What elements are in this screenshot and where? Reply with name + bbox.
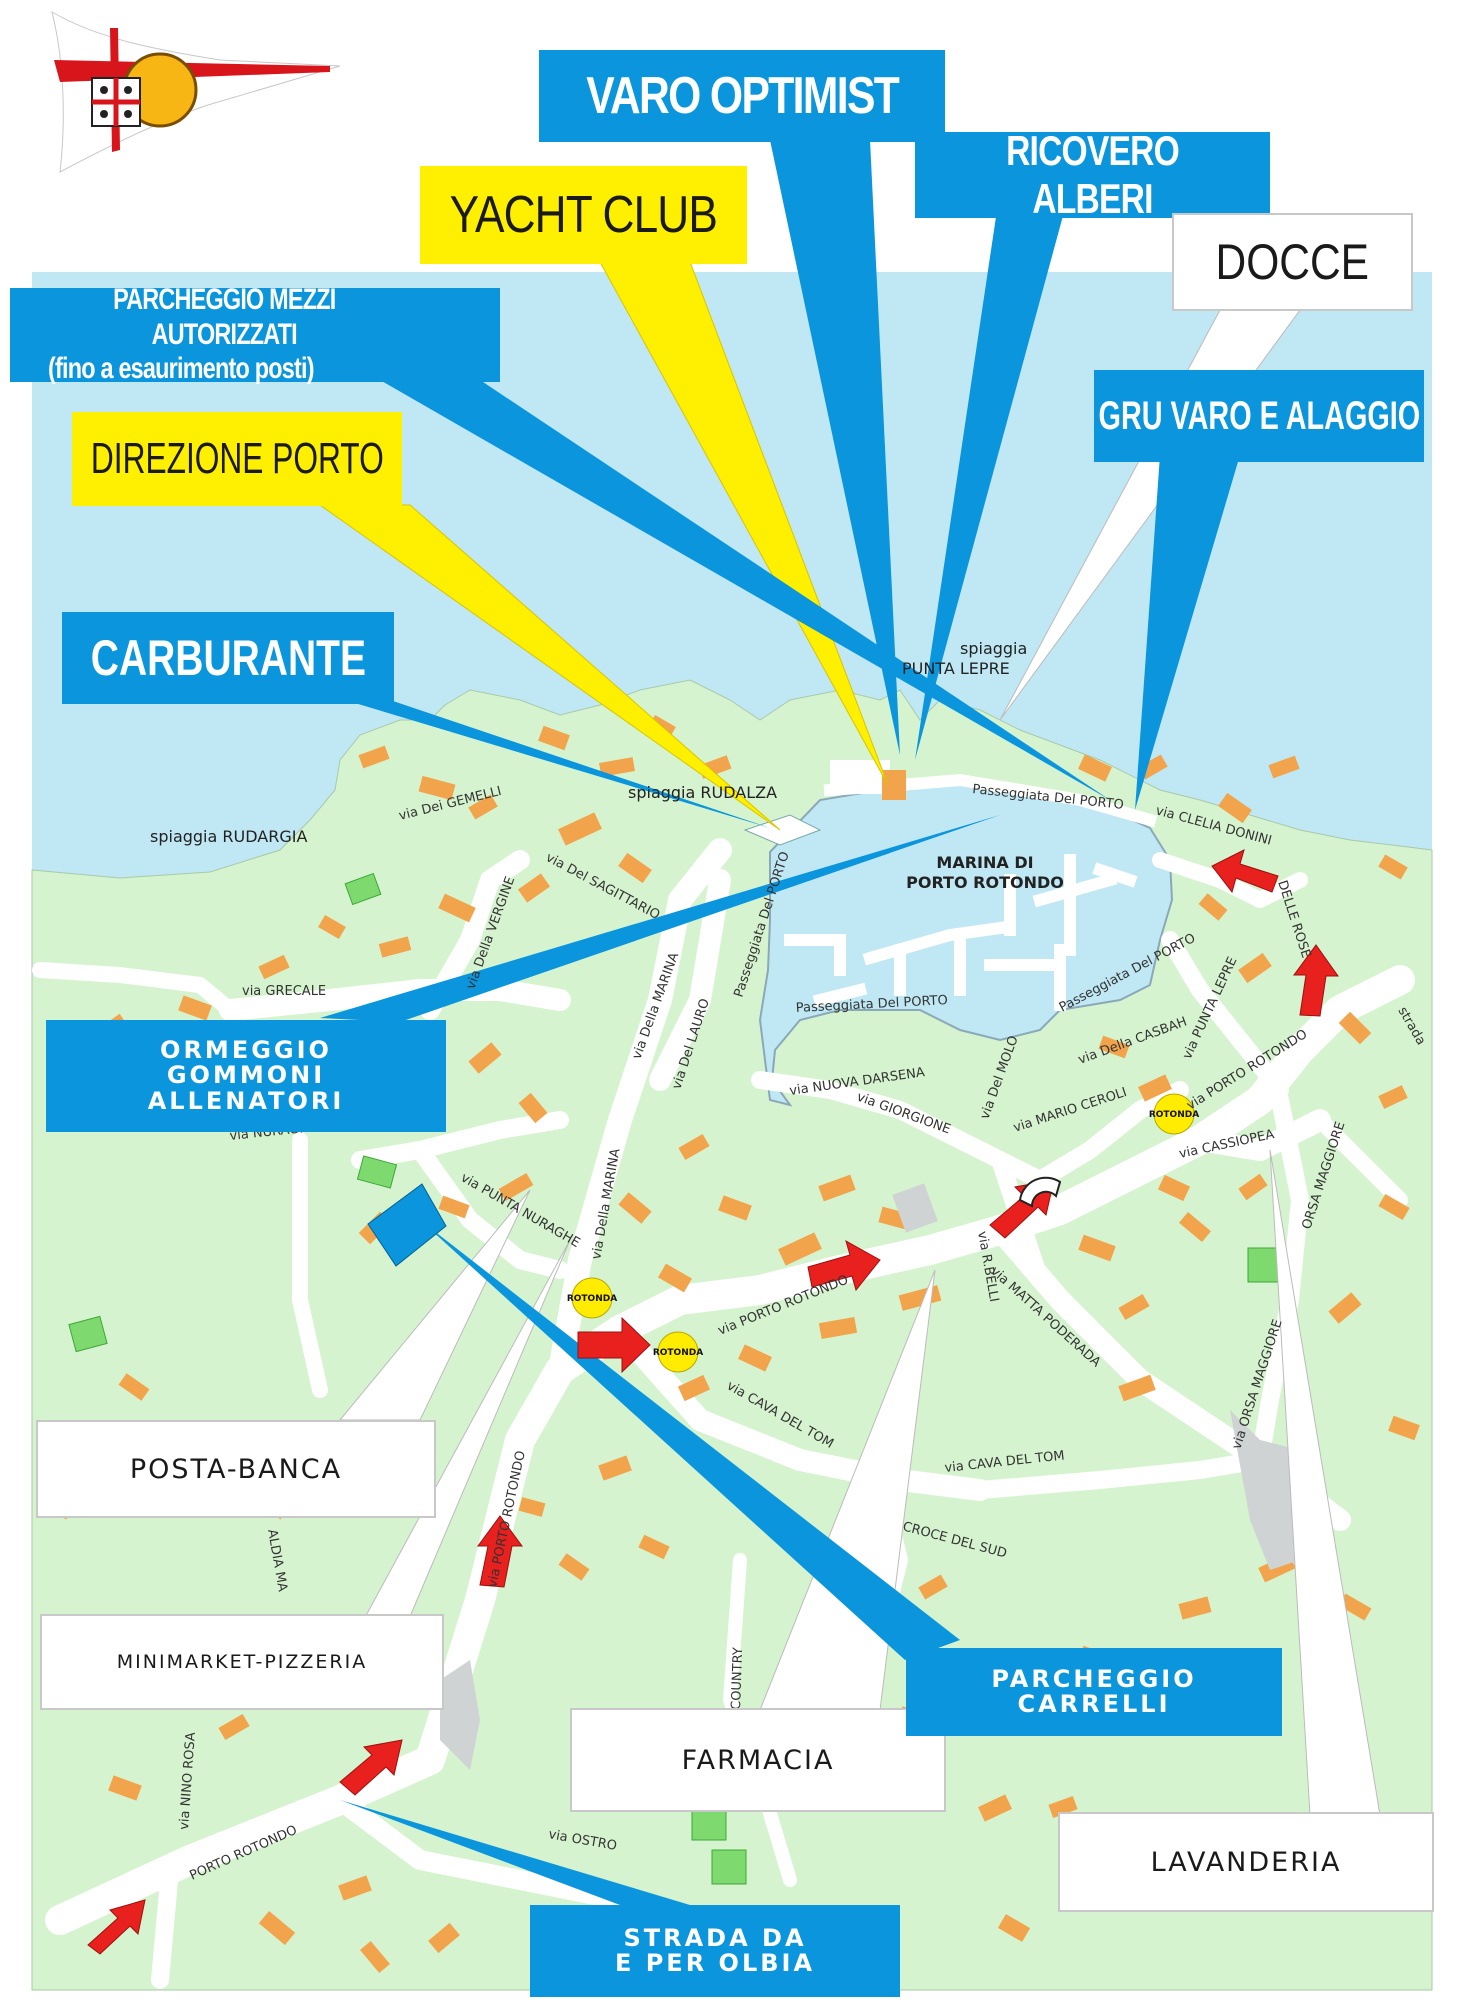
callout-pointers	[305, 140, 1381, 1905]
label-gru-varo: GRU VARO E ALAGGIO	[1094, 370, 1424, 462]
parking-area	[440, 1660, 480, 1770]
red-direction-arrow-icon	[1211, 849, 1279, 894]
pier-group	[784, 773, 1158, 1011]
label-docce: DOCCE	[1172, 213, 1413, 311]
label-ormeggio-line3: ALLENATORI	[147, 1086, 345, 1115]
beach-rudalza: spiaggia RUDALZA	[628, 783, 777, 802]
amphitheatre-icon	[1018, 1176, 1062, 1208]
label-farmacia-text: FARMACIA	[681, 1744, 835, 1776]
label-parcheggio-mezzi-line2: (fino a esaurimento posti)	[48, 352, 315, 386]
street-grecale: via GRECALE	[242, 984, 326, 999]
label-ormeggio-line2: GOMMONI	[166, 1061, 326, 1090]
red-direction-arrow-icon	[477, 1515, 523, 1588]
label-carburante-text: CARBURANTE	[90, 630, 366, 686]
red-direction-arrow-icon	[87, 1899, 146, 1955]
pointer-ricovero-alberi	[915, 190, 1070, 760]
roundabouts: ROTONDA ROTONDA ROTONDA	[567, 1093, 1199, 1373]
label-varo-optimist: VARO OPTIMIST	[539, 50, 945, 142]
label-lavanderia-text: LAVANDERIA	[1150, 1846, 1342, 1878]
beach-punta-lepre-line1: spiaggia	[960, 639, 1027, 658]
building-grey	[892, 1183, 938, 1233]
label-ormeggio-gommoni: ORMEGGIO GOMMONI ALLENATORI	[46, 1020, 446, 1132]
label-posta-banca: POSTA-BANCA	[36, 1420, 436, 1518]
label-direzione-porto: DIREZIONE PORTO	[72, 412, 402, 506]
red-direction-arrow-icon	[1293, 944, 1339, 1017]
carburante-jetty	[743, 814, 822, 846]
marina-name-line2: PORTO ROTONDO	[906, 873, 1064, 892]
pointer-ormeggio	[320, 815, 1000, 1022]
label-minimarket-pizzeria: MINIMARKET-PIZZERIA	[40, 1614, 444, 1710]
label-parcheggio-carrelli: PARCHEGGIO CARRELLI	[906, 1648, 1282, 1736]
red-direction-arrow-icon	[339, 1739, 403, 1796]
place-names: MARINA DI PORTO ROTONDO spiaggia PUNTA L…	[150, 639, 1064, 892]
street-nino-rosa: via NINO ROSA	[177, 1732, 199, 1831]
roundabout-marker-icon	[571, 1277, 613, 1319]
label-strada-line1: STRADA DA	[623, 1923, 807, 1952]
label-parcheggio-mezzi-line1: PARCHEGGIO MEZZI AUTORIZZATI	[113, 283, 336, 351]
label-farmacia: FARMACIA	[570, 1708, 946, 1812]
street-country: COUNTRY	[729, 1647, 746, 1710]
label-strada-olbia: STRADA DA E PER OLBIA	[530, 1905, 900, 1997]
label-ricovero-alberi: RICOVERO ALBERI	[915, 127, 1270, 222]
direction-arrows	[87, 849, 1339, 1955]
label-ormeggio-line1: ORMEGGIO	[160, 1036, 332, 1065]
label-ricovero-alberi-text: RICOVERO ALBERI	[1006, 127, 1180, 222]
beach-rudargia: spiaggia RUDARGIA	[150, 827, 307, 846]
label-carburante: CARBURANTE	[62, 612, 394, 704]
label-parcheggio-mezzi: PARCHEGGIO MEZZI AUTORIZZATI (fino a esa…	[10, 283, 500, 385]
marina-name-line1: MARINA DI	[936, 853, 1033, 872]
label-yacht-club-text: YACHT CLUB	[449, 186, 718, 244]
pointer-varo-optimist	[770, 140, 900, 755]
label-parcheggio-carrelli-line1: PARCHEGGIO	[991, 1664, 1197, 1693]
label-gru-varo-text: GRU VARO E ALAGGIO	[1098, 393, 1420, 438]
label-strada-line2: E PER OLBIA	[614, 1949, 816, 1977]
pointer-strada-olbia	[340, 1800, 690, 1905]
label-yacht-club: YACHT CLUB	[420, 166, 747, 264]
sports-fields	[68, 872, 1279, 1885]
pointer-parcheggio-mezzi	[380, 380, 1110, 800]
parking-area-2	[1230, 1410, 1300, 1570]
pointer-carburante	[305, 688, 770, 828]
label-minimarket-text: MINIMARKET-PIZZERIA	[116, 1651, 368, 1673]
rotonda-label: ROTONDA	[653, 1348, 703, 1358]
label-docce-text: DOCCE	[1215, 234, 1370, 290]
pointer-parcheggio-carrelli	[420, 1220, 960, 1660]
ormeggio-area-marker	[367, 1183, 447, 1267]
buildings	[58, 714, 1420, 1973]
road-network	[32, 838, 1415, 1989]
sardinia-flag-pennant-icon	[51, 10, 341, 173]
yacht-club-building	[882, 770, 906, 800]
rotonda-label: ROTONDA	[1149, 1110, 1199, 1120]
rotonda-label: ROTONDA	[567, 1294, 617, 1304]
beach-punta-lepre-line2: PUNTA LEPRE	[902, 659, 1010, 678]
red-direction-arrow-icon	[807, 1239, 881, 1292]
label-parcheggio-carrelli-line2: CARRELLI	[1017, 1690, 1171, 1718]
roundabout-marker-icon	[657, 1331, 699, 1373]
label-posta-banca-text: POSTA-BANCA	[129, 1453, 343, 1485]
label-lavanderia: LAVANDERIA	[1058, 1812, 1434, 1912]
label-varo-optimist-text: VARO OPTIMIST	[586, 67, 900, 125]
label-direzione-porto-text: DIREZIONE PORTO	[90, 434, 384, 483]
roundabout-marker-icon	[1153, 1093, 1195, 1135]
pointer-gru-varo	[1135, 455, 1240, 810]
red-direction-arrow-icon	[577, 1316, 651, 1374]
